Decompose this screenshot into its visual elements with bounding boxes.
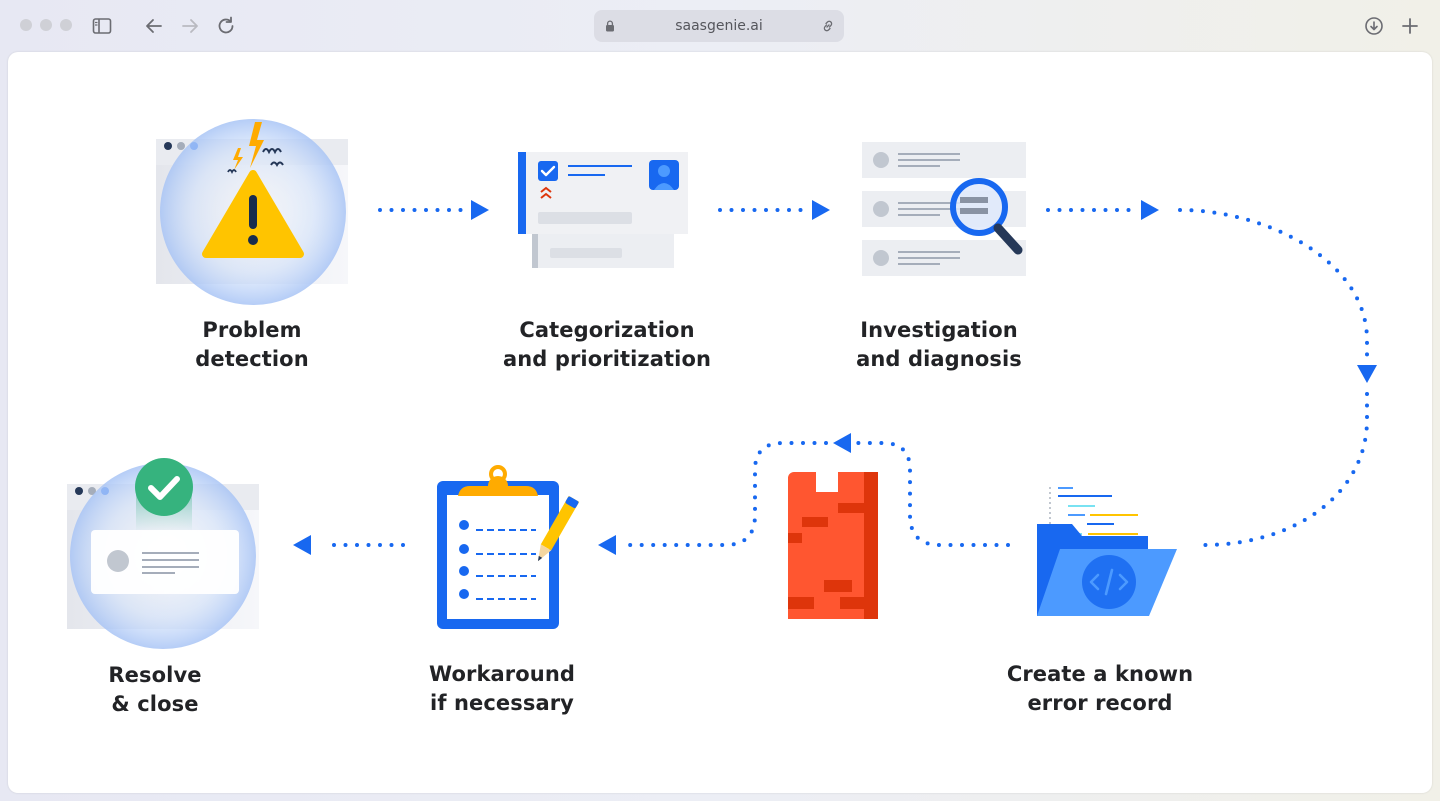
resolve-close-illustration [67,458,259,649]
connector-investigation-to-record [1046,200,1377,547]
problem-detection-illustration [156,119,348,305]
step-label-resolve-close: Resolve & close [108,663,202,716]
step-label-known-error-record: Create a known error record [1006,662,1194,715]
window-minimize-button[interactable] [40,19,52,31]
forward-arrow-icon[interactable] [178,14,202,38]
browser-toolbar: saasgenie.ai [0,0,1440,52]
url-text: saasgenie.ai [675,18,763,34]
reload-icon[interactable] [214,14,238,38]
address-bar[interactable]: saasgenie.ai [594,10,844,42]
brick-wall-illustration [788,472,878,619]
window-zoom-button[interactable] [60,19,72,31]
window-close-button[interactable] [20,19,32,31]
download-icon[interactable] [1362,14,1386,38]
step-label-workaround: Workaround if necessary [428,662,576,715]
connector-detection-to-categorization [378,200,489,220]
connector-categorization-to-investigation [718,200,830,220]
step-label-categorization: Categorization and prioritization [502,318,712,371]
investigation-illustration [862,142,1026,276]
lock-icon [606,20,614,32]
known-error-record-illustration [1037,487,1177,616]
step-label-problem-detection: Problem detection [195,318,309,371]
step-label-investigation: Investigation and diagnosis [856,318,1022,371]
workaround-clipboard-illustration [437,465,580,629]
categorization-illustration [518,152,688,268]
sidebar-icon[interactable] [90,14,114,38]
connector-record-to-workaround [598,433,1010,555]
link-icon[interactable] [820,18,836,34]
back-arrow-icon[interactable] [142,14,166,38]
plus-icon[interactable] [1398,14,1422,38]
connector-workaround-to-resolve [293,535,405,555]
